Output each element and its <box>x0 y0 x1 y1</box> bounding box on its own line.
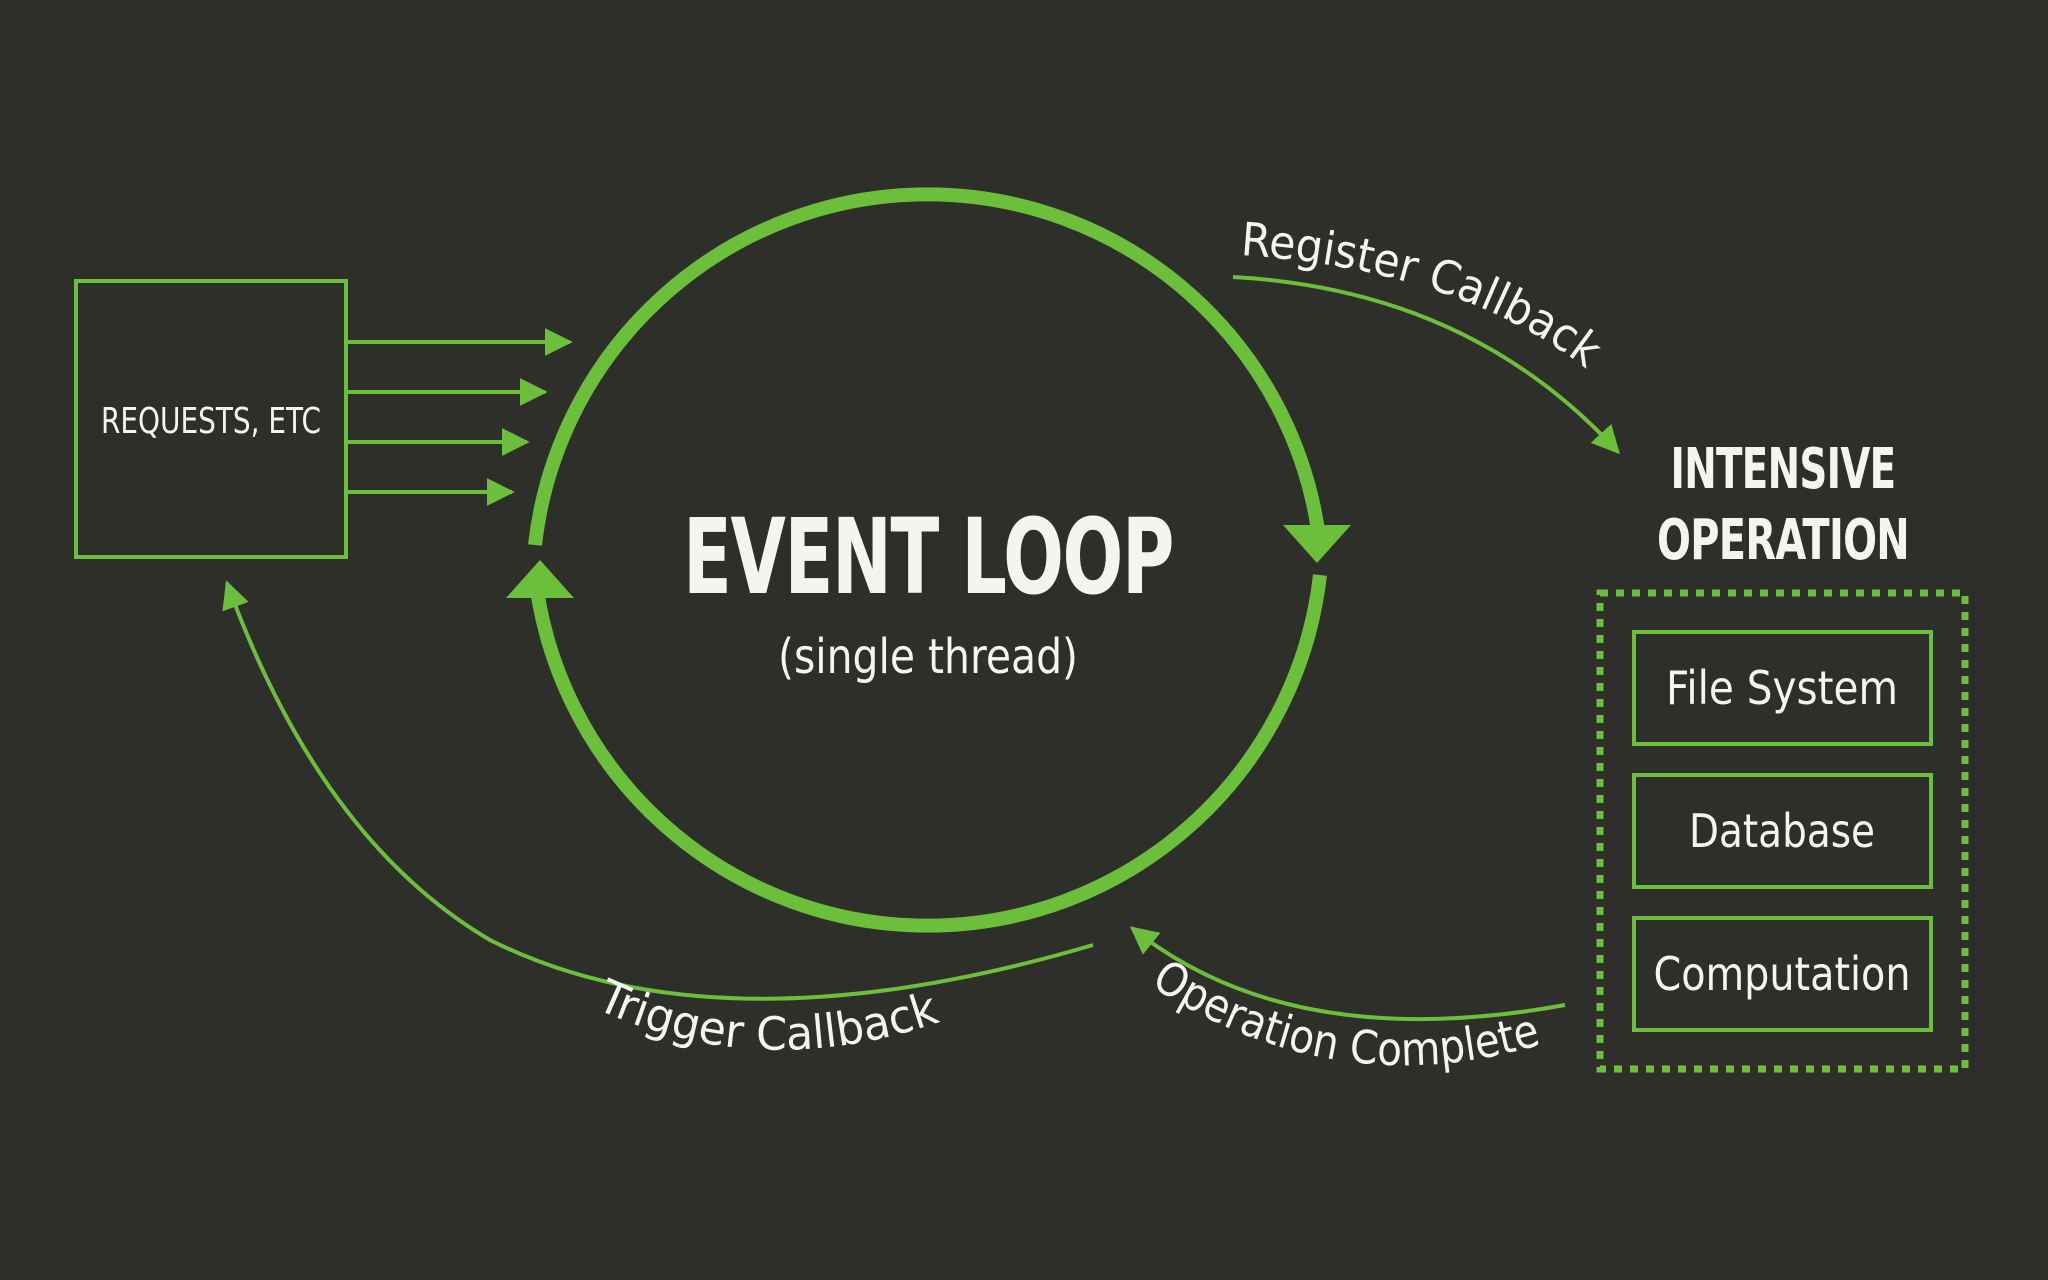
requests-box: REQUESTS, ETC <box>74 279 348 559</box>
event-loop-title: EVENT LOOP <box>683 496 1173 618</box>
event-loop-ring <box>506 187 1351 933</box>
register-callback-flow: Register Callback <box>1232 212 1620 455</box>
operation-box-file-system <box>1632 630 1933 746</box>
register-callback-arrow <box>1232 275 1620 455</box>
trigger-callback-arrow <box>222 580 1094 1001</box>
event-loop-arrowhead-up-icon <box>506 560 574 598</box>
intensive-operation-dashed-frame <box>1596 589 1969 1073</box>
intensive-operation-title-line1: INTENSIVE <box>1671 437 1896 502</box>
intensive-operation: INTENSIVE OPERATION File System Database… <box>1596 437 1969 1073</box>
event-loop-arc-bottom <box>528 574 1327 933</box>
requests-box-label: REQUESTS, ETC <box>101 401 321 442</box>
request-arrows <box>348 328 573 506</box>
event-loop-subtitle: (single thread) <box>778 629 1078 685</box>
requests-box-frame <box>74 279 348 559</box>
operation-label-computation: Computation <box>1654 947 1911 1001</box>
operation-label-database: Database <box>1689 804 1875 858</box>
operation-label-file-system: File System <box>1666 661 1898 715</box>
operation-complete-arrow <box>1129 926 1566 1022</box>
operation-box-database <box>1632 773 1933 889</box>
event-loop-arrowhead-down-icon <box>1283 525 1351 563</box>
operation-complete-flow: Operation Complete <box>1129 926 1566 1077</box>
event-loop-arc-top <box>528 187 1327 546</box>
intensive-operation-title-line2: OPERATION <box>1657 508 1909 573</box>
register-callback-label: Register Callback <box>1239 212 1612 378</box>
trigger-callback-label: Trigger Callback <box>590 968 945 1061</box>
operation-box-computation <box>1632 916 1933 1032</box>
